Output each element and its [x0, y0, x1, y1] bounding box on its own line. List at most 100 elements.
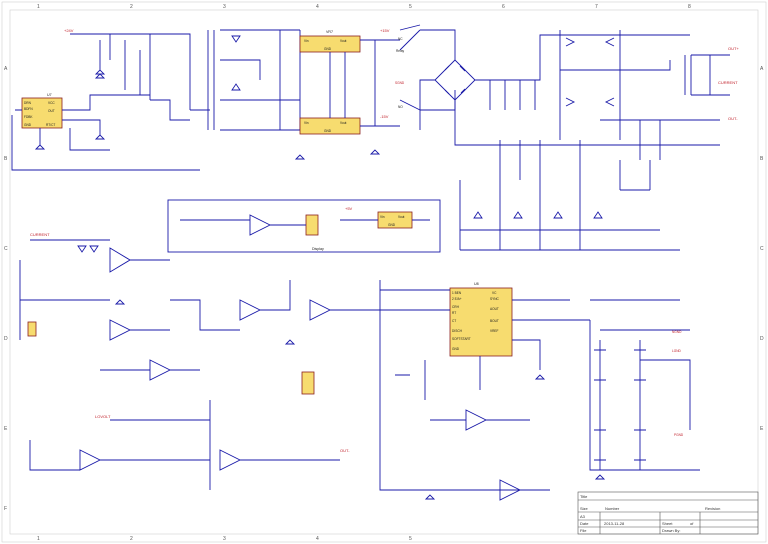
grid-side-label: B: [760, 156, 764, 162]
file-label: File: [580, 528, 587, 533]
grid-side-label: A: [4, 66, 8, 72]
u8-pin: VREF: [490, 329, 499, 333]
grid-bottom-label: 1: [37, 536, 40, 542]
u8-pin: AOUT: [490, 307, 499, 311]
grid-top-label: 4: [316, 4, 319, 10]
lgnd-label: LGND: [672, 349, 682, 353]
vr7-ref: VR7: [326, 30, 333, 34]
sgnd-label: SGND: [395, 81, 405, 85]
relay-label: Relay: [396, 49, 405, 53]
regulator-block: VR7 Vin Vout GND Vin Vout GND +15V -15V …: [299, 28, 405, 135]
out-pos-label: OUT+: [728, 46, 739, 51]
ic-u7-viper: [21, 97, 63, 129]
grid-side-label: C: [4, 246, 8, 252]
u7-pin: VCC: [48, 101, 55, 105]
grid-side-label: E: [760, 426, 764, 432]
sheet-label: Sheet: [662, 521, 673, 526]
grid-side: A B C D E F A B C D E: [4, 66, 764, 512]
u8-pin: SOFTSTART: [452, 337, 471, 341]
revision-label: Revision: [705, 506, 720, 511]
ic-u8-pwm: [449, 287, 513, 357]
vr-bottom-pin: Vout: [340, 121, 346, 125]
u8-pin: RT: [452, 311, 456, 315]
u7-pin: GND: [24, 123, 32, 127]
title-block-frame: [577, 491, 759, 535]
display-reg-pin: GND: [388, 223, 396, 227]
display-label: Display: [312, 247, 324, 251]
relay-block: NC NO Relay: [396, 24, 456, 111]
display-5v: +5V: [345, 206, 353, 211]
lovolt-label: LOVOLT: [95, 414, 111, 419]
u8-pin: CT: [452, 319, 456, 323]
grid-bottom-label: 3: [223, 536, 226, 542]
u8-pin: VC: [492, 291, 497, 295]
output-driver-block: NGND LGND PGND: [589, 299, 700, 471]
power-label-24v: +24V: [64, 28, 74, 33]
grid-side-label: B: [4, 156, 8, 162]
grid-bottom-label: 2: [130, 536, 133, 542]
vr7-pin: Vin: [304, 39, 309, 43]
drawn-by-label: Drawn By:: [662, 528, 680, 533]
inner-border: [9, 9, 759, 535]
grid-top-label: 3: [223, 4, 226, 10]
aux-transformer: [207, 29, 301, 131]
grid-side-label: A: [760, 66, 764, 72]
power-label-15v: +15V: [380, 28, 390, 33]
u7-ref: U7: [47, 93, 52, 97]
u8-pin: GND: [452, 347, 460, 351]
u7-pin: BDFN: [24, 107, 33, 111]
grid-top-label: 8: [688, 4, 691, 10]
grid-side-label: F: [4, 506, 7, 512]
out-neg-bottom: OUT-: [340, 448, 350, 453]
current-net-input: CURRENT: [30, 232, 50, 237]
sheet-value: of: [690, 521, 694, 526]
title-block: Title Size A3 Number Revision Date 2013-…: [577, 491, 759, 535]
grid-bottom-label: 5: [409, 536, 412, 542]
grid-top-label: 6: [502, 4, 505, 10]
size-value: A3: [580, 514, 586, 519]
date-label: Date: [580, 521, 589, 526]
pgnd-label: PGND: [674, 433, 684, 437]
grid-side-label: D: [4, 336, 8, 342]
current-test-connector: [27, 321, 37, 337]
display-connector: [305, 214, 319, 236]
current-net-top: CURRENT: [718, 80, 738, 85]
display-block: Display Vin Vout GND +5V: [180, 206, 430, 251]
ground-symbols: [34, 73, 606, 500]
u8-pin: SYNC: [490, 297, 500, 301]
display-reg-pin: Vout: [398, 215, 404, 219]
number-label: Number: [605, 506, 620, 511]
power-label-neg15: -15V: [380, 114, 389, 119]
grid-side-label: C: [760, 246, 764, 252]
out-neg-label: OUT-: [728, 116, 738, 121]
grid-side-label: E: [4, 426, 8, 432]
ngnd-label: NGND: [672, 330, 682, 334]
aux-supply-block: +24V U7 DRN BDFN VCC FDBK OUT GND RT/CT: [11, 28, 210, 171]
vr7-pin: Vout: [340, 39, 346, 43]
relay-no: NO: [398, 105, 403, 109]
grid-top: 1 2 3 4 5 6 7 8 1 2 3 4 5: [37, 4, 691, 542]
gate-drive-block: [459, 140, 680, 251]
vr-bottom-pin: GND: [324, 129, 332, 133]
u8-pin: DISCH: [452, 329, 463, 333]
grid-side-label: D: [760, 336, 764, 342]
u7-pin: OUT: [48, 109, 55, 113]
u8-pin: BOUT: [490, 319, 499, 323]
display-reg-pin: Vin: [380, 215, 385, 219]
current-sense-block: CURRENT LOVOLT OUT-: [19, 232, 380, 490]
output-transformer: OUT+ OUT- CURRENT: [684, 46, 739, 121]
size-label: Size: [580, 506, 589, 511]
u7-pin: RT/CT: [46, 123, 55, 127]
grid-top-label: 7: [595, 4, 598, 10]
relay-nc: NC: [398, 37, 403, 41]
date-value: 2013-11-28: [604, 521, 625, 526]
bridge-rectifier: [419, 34, 720, 146]
grid-bottom-label: 4: [316, 536, 319, 542]
vr-bottom-pin: Vin: [304, 121, 309, 125]
pwm-controller-block: U8 1 BEN 2 E/A+ VC SYNC CRH RT AOUT CT B…: [301, 280, 590, 501]
vr7-pin: GND: [324, 47, 332, 51]
u8-pin: 1 BEN: [452, 291, 462, 295]
